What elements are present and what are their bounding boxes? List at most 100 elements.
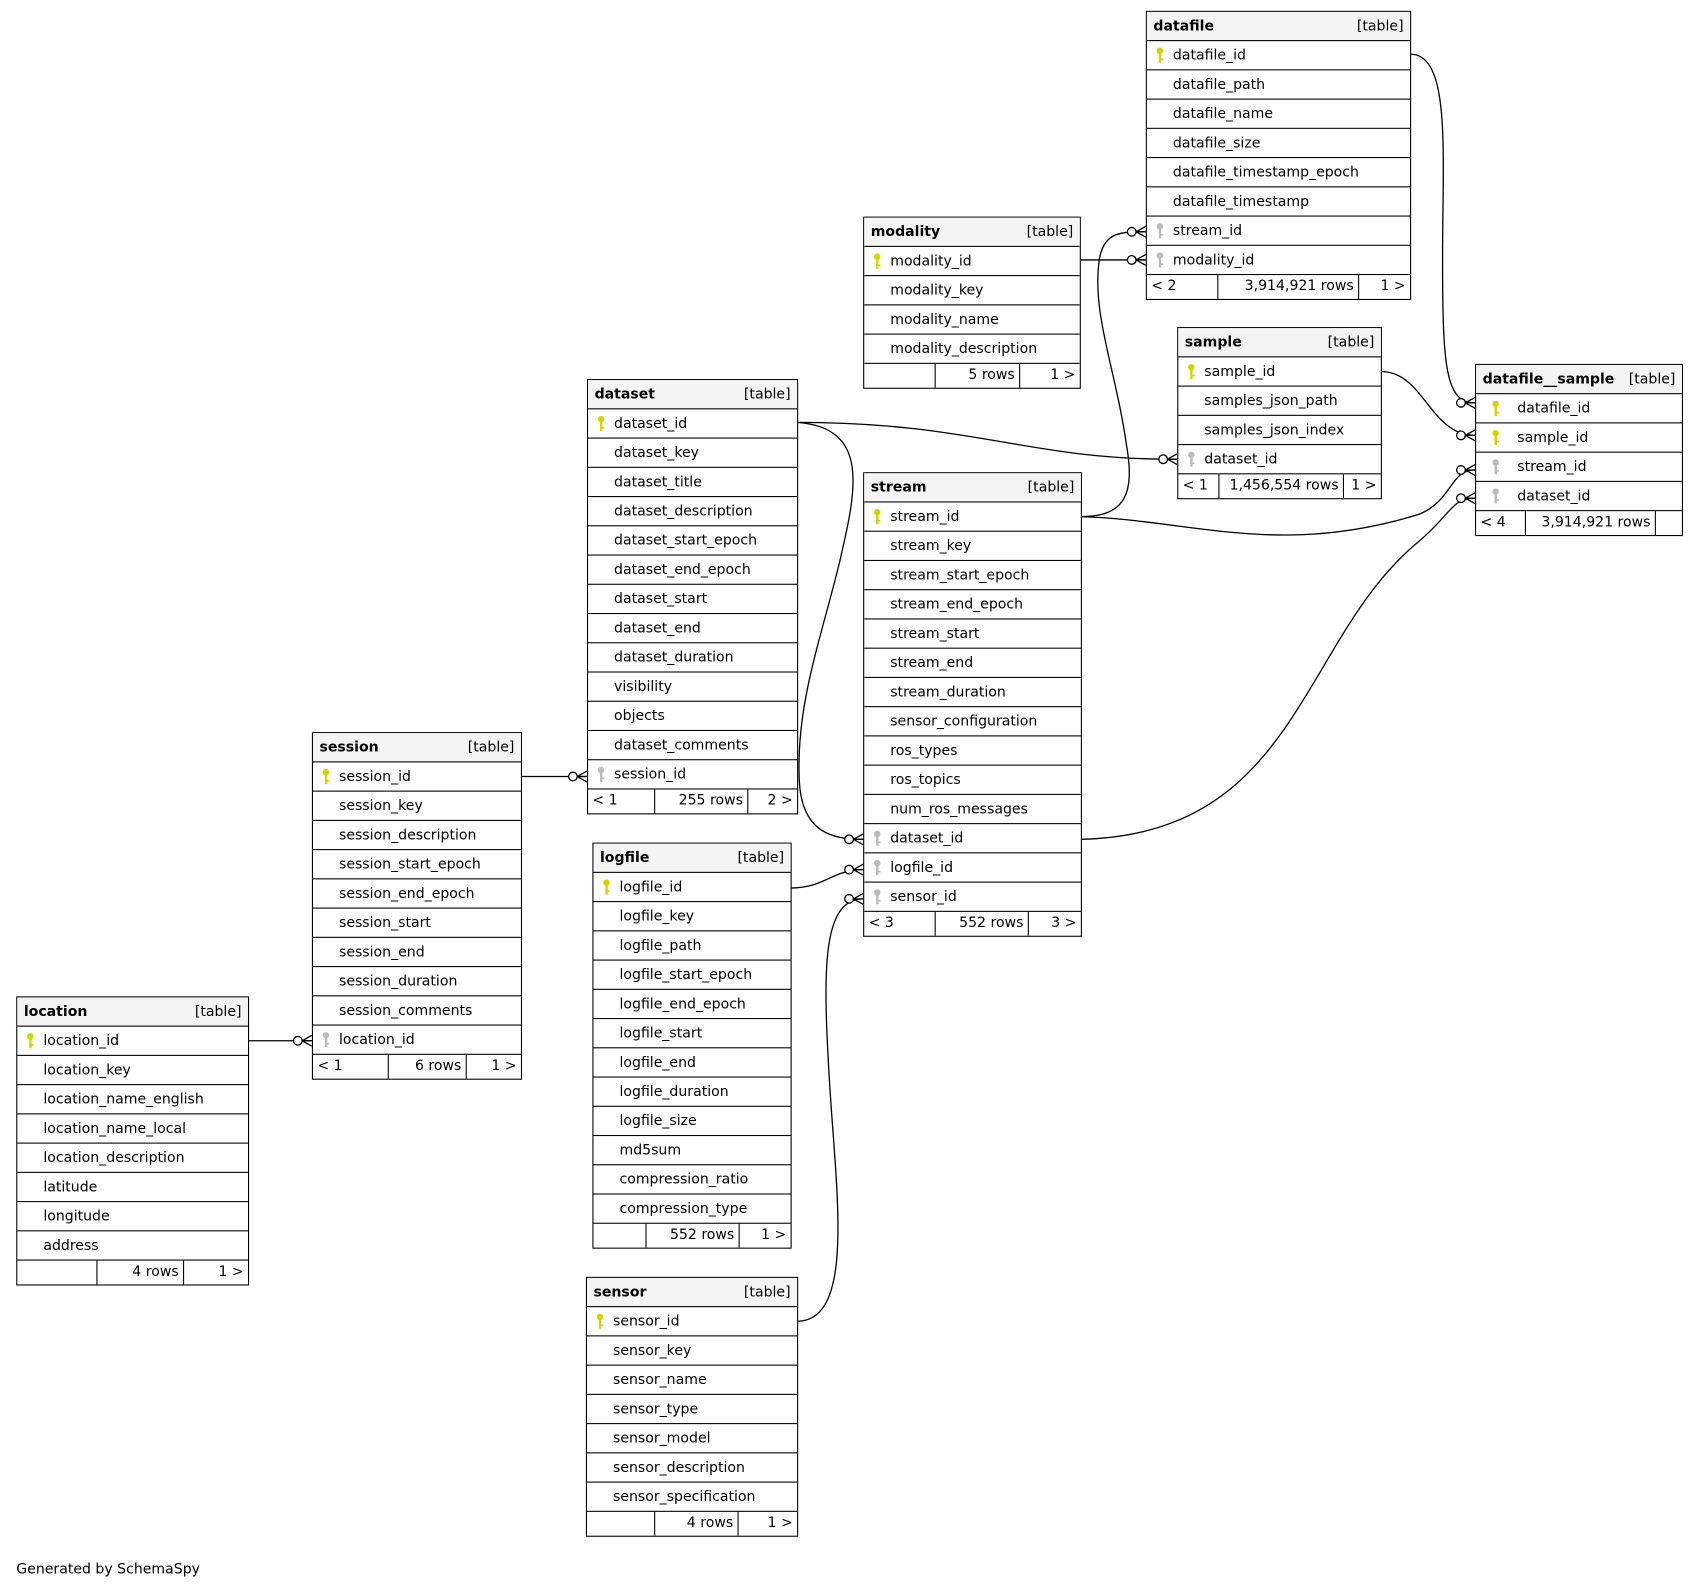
column-row[interactable]: dataset_end_epoch <box>588 556 798 585</box>
table-name[interactable]: sensor <box>593 1283 647 1301</box>
column-row[interactable]: modality_description <box>864 335 1080 364</box>
table-header[interactable]: logfile[table] <box>593 843 791 873</box>
column-row[interactable]: sample_id <box>1476 423 1682 453</box>
column-row[interactable]: sensor_description <box>586 1453 798 1483</box>
column-row[interactable]: sensor_id <box>586 1307 798 1337</box>
column-row[interactable]: location_id <box>17 1027 249 1056</box>
column-row[interactable]: modality_id <box>1146 246 1411 276</box>
column-row[interactable]: dataset_end <box>588 614 798 644</box>
column-row[interactable]: logfile_duration <box>593 1078 791 1107</box>
column-row[interactable]: sensor_specification <box>586 1483 798 1512</box>
table-header[interactable]: dataset[table] <box>588 380 798 410</box>
column-row[interactable]: location_key <box>17 1056 249 1086</box>
parents-link[interactable]: < 4 <box>1476 511 1526 536</box>
column-row[interactable]: logfile_start <box>593 1019 791 1049</box>
table-header[interactable]: session[table] <box>312 733 521 763</box>
column-row[interactable]: datafile_path <box>1146 70 1411 100</box>
column-row[interactable]: visibility <box>588 673 798 702</box>
column-row[interactable]: session_end_epoch <box>312 879 521 909</box>
column-row[interactable]: stream_end_epoch <box>864 590 1081 620</box>
column-row[interactable]: dataset_title <box>588 468 798 498</box>
column-row[interactable]: stream_id <box>1476 453 1682 482</box>
column-row[interactable]: logfile_path <box>593 931 791 961</box>
column-row[interactable]: sensor_name <box>586 1366 798 1395</box>
table-name[interactable]: modality <box>870 223 941 240</box>
column-row[interactable]: stream_start <box>864 619 1081 649</box>
children-link[interactable]: 3 > <box>1051 915 1077 932</box>
parents-link[interactable] <box>864 363 936 388</box>
column-row[interactable]: sensor_configuration <box>864 707 1081 737</box>
column-row[interactable]: stream_key <box>864 532 1081 561</box>
column-row[interactable]: sensor_model <box>586 1424 798 1454</box>
column-row[interactable]: logfile_start_epoch <box>593 961 791 990</box>
table-header[interactable]: modality[table] <box>864 217 1080 247</box>
column-row[interactable]: compression_type <box>593 1195 791 1224</box>
column-row[interactable]: datafile_timestamp_epoch <box>1146 158 1411 188</box>
column-row[interactable]: datafile_timestamp <box>1146 187 1411 217</box>
column-row[interactable]: dataset_duration <box>588 643 798 673</box>
column-row[interactable]: logfile_end <box>593 1048 791 1078</box>
column-row[interactable]: dataset_start <box>588 585 798 615</box>
column-row[interactable]: dataset_description <box>588 497 798 527</box>
column-row[interactable]: location_id <box>312 1026 521 1055</box>
children-link[interactable]: 1 > <box>1351 477 1377 494</box>
parents-link[interactable]: < 1 <box>588 789 656 814</box>
column-row[interactable]: datafile_name <box>1146 100 1411 129</box>
column-row[interactable]: stream_id <box>1146 217 1411 246</box>
column-row[interactable]: logfile_size <box>593 1107 791 1137</box>
column-row[interactable]: datafile_id <box>1476 394 1682 424</box>
children-link[interactable]: 1 > <box>1380 278 1406 295</box>
table-name[interactable]: dataset <box>594 386 656 403</box>
column-row[interactable]: dataset_comments <box>588 731 798 761</box>
column-row[interactable]: latitude <box>17 1173 249 1203</box>
parents-link[interactable]: < 1 <box>313 1054 389 1079</box>
parents-link[interactable] <box>593 1223 647 1248</box>
table-header[interactable]: stream[table] <box>864 473 1081 503</box>
column-row[interactable]: datafile_size <box>1146 129 1411 159</box>
column-row[interactable]: datafile_id <box>1146 41 1411 71</box>
column-row[interactable]: ros_topics <box>864 766 1081 795</box>
children-link[interactable]: 1 > <box>1050 367 1076 384</box>
column-row[interactable]: session_comments <box>312 996 521 1026</box>
column-row[interactable]: samples_json_index <box>1178 416 1381 446</box>
table-name[interactable]: stream <box>870 479 927 496</box>
column-row[interactable]: longitude <box>17 1202 249 1232</box>
children-link[interactable] <box>1656 511 1682 535</box>
column-row[interactable]: dataset_id <box>1178 445 1381 475</box>
children-link[interactable]: 2 > <box>767 792 793 810</box>
column-row[interactable]: sample_id <box>1178 357 1381 387</box>
column-row[interactable]: modality_id <box>864 247 1080 277</box>
table-name[interactable]: location <box>23 1003 88 1020</box>
column-row[interactable]: num_ros_messages <box>864 795 1081 825</box>
table-header[interactable]: location[table] <box>17 997 249 1027</box>
children-link[interactable]: 1 > <box>761 1227 787 1244</box>
parents-link[interactable]: < 1 <box>1178 474 1220 499</box>
column-row[interactable]: samples_json_path <box>1178 387 1381 416</box>
column-row[interactable]: dataset_start_epoch <box>588 526 798 556</box>
column-row[interactable]: dataset_id <box>588 409 798 439</box>
column-row[interactable]: location_name_local <box>17 1114 249 1144</box>
column-row[interactable]: dataset_id <box>1476 482 1682 512</box>
parents-link[interactable] <box>587 1511 656 1536</box>
column-row[interactable]: logfile_id <box>593 873 791 903</box>
parents-link[interactable]: < 3 <box>864 911 936 936</box>
parents-link[interactable]: < 2 <box>1147 275 1219 299</box>
column-row[interactable]: session_id <box>588 760 798 790</box>
column-row[interactable]: stream_start_epoch <box>864 561 1081 591</box>
column-row[interactable]: stream_end <box>864 649 1081 678</box>
column-row[interactable]: modality_key <box>864 276 1080 306</box>
table-name[interactable]: sample <box>1184 334 1242 351</box>
column-row[interactable]: location_name_english <box>17 1085 249 1115</box>
column-row[interactable]: stream_duration <box>864 678 1081 708</box>
column-row[interactable]: session_duration <box>312 967 521 997</box>
column-row[interactable]: location_description <box>17 1144 249 1173</box>
column-row[interactable]: session_start_epoch <box>312 850 521 880</box>
